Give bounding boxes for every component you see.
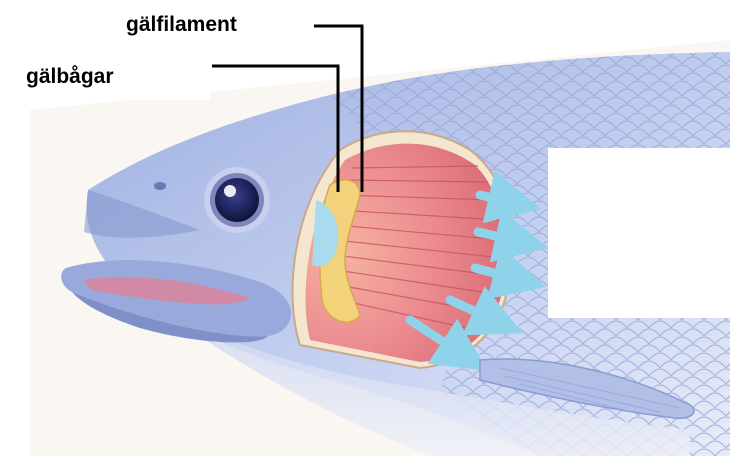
- fish-eye: [204, 167, 270, 233]
- label-gill-filaments: gälfilament: [126, 14, 237, 35]
- label-gill-arches: gälbågar: [26, 66, 114, 87]
